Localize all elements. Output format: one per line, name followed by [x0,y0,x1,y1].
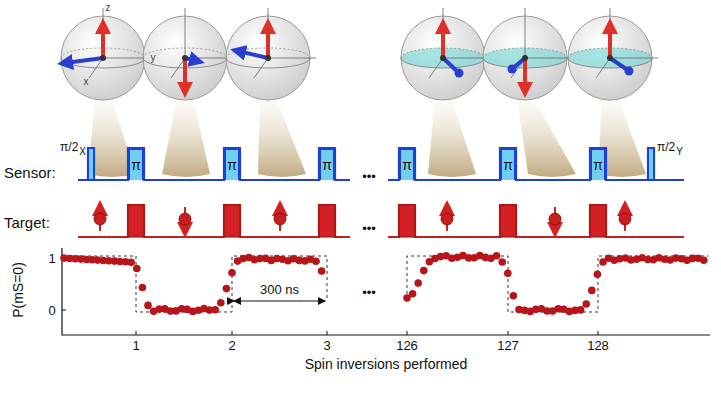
data-point [700,256,708,264]
arrow-head [233,297,241,305]
axis-title: Spin inversions performed [305,357,468,371]
data-point [498,258,506,266]
tick [327,331,328,335]
pulse-label: π [402,157,412,173]
dimension-label: 300 ns [258,283,301,296]
spin-ball [619,213,631,225]
pi-pulse: π [399,148,415,180]
row-label: Target: [4,215,50,230]
bloch-sphere [143,8,233,100]
axis-subscript: Y [676,146,683,157]
axis-subscript: X [79,146,86,157]
data-point [228,269,236,277]
axis-label: z [106,3,111,13]
tick [232,331,233,335]
spin-ball [274,213,286,225]
spin-ball [441,213,453,225]
target-pulse [590,205,606,237]
data-point [577,306,585,314]
spin-ball [179,213,191,225]
target-pulse [224,205,240,237]
pulse-label: π [131,157,141,173]
sensor-pulse [88,148,94,180]
tick [62,310,66,311]
tick [407,331,408,335]
half-pulse-label: π/2X [60,140,86,154]
sensor-pulse [648,148,654,180]
ellipsis: ••• [362,170,376,183]
bloch-sphere [568,8,658,100]
data-point [312,258,320,266]
row-label: Sensor: [4,165,56,180]
data-point [139,284,147,292]
pi-pulse: π [319,148,335,180]
data-point [510,292,518,300]
pulse-label: π [322,157,332,173]
tick [136,331,137,335]
pi-pulse: π [500,148,516,180]
data-point [493,252,501,260]
spin-ball [94,213,106,225]
tick-label: 1 [132,339,139,352]
half-pulse-label: π/2Y [657,140,683,154]
target-pulse [128,205,144,237]
pulse-label: π/2 [60,140,78,154]
pulse-label: π [593,157,603,173]
tick-label: 128 [587,339,609,352]
ellipsis: ••• [362,222,376,235]
bloch-sphere [61,8,151,100]
data-point [133,265,141,273]
dimension-arrow [234,301,325,302]
target-line [78,205,684,237]
data-point [594,271,602,279]
spin-ball [549,213,561,225]
data-point [144,302,152,310]
axis-title: P(mS=0) [11,262,25,318]
pulse-label: π [227,157,237,173]
data-point [211,306,219,314]
tick [508,331,509,335]
measurement-beam [258,98,306,177]
target-pulse [399,205,415,237]
tick [598,331,599,335]
bloch-sphere [401,8,491,100]
pi-pulse: π [128,148,144,180]
data-point [414,279,422,287]
target-pulse [500,205,516,237]
target-pulse [319,205,335,237]
axes [62,248,710,335]
measurement-beam [517,98,576,177]
data-point [582,300,590,308]
bloch-sphere [226,8,316,100]
data-point [504,270,512,278]
data-point [409,290,417,298]
tick-label: 126 [396,339,418,352]
data-point [588,287,596,295]
tick-label: 1 [48,252,55,265]
pi-pulse: π [224,148,240,180]
data-point [223,285,231,293]
pulse-label: π/2 [657,140,675,154]
data-point [420,267,428,275]
axis-label: y [151,53,156,63]
tick-label: 127 [497,339,519,352]
pulse-label: π [503,157,513,173]
axis-label: x [84,77,89,87]
tick-label: 0 [48,304,55,317]
ellipsis: ••• [362,286,376,299]
sensor-line [78,148,684,180]
data-point [318,267,326,275]
measurement-beam [428,98,476,177]
data-point [217,299,225,307]
tick-label: 2 [228,339,235,352]
tick-label: 3 [323,339,330,352]
bloch-sphere [483,8,573,100]
ideal-trace [64,256,708,312]
pi-pulse: π [590,148,606,180]
measurement-beam [162,98,210,177]
data-point [127,258,135,266]
